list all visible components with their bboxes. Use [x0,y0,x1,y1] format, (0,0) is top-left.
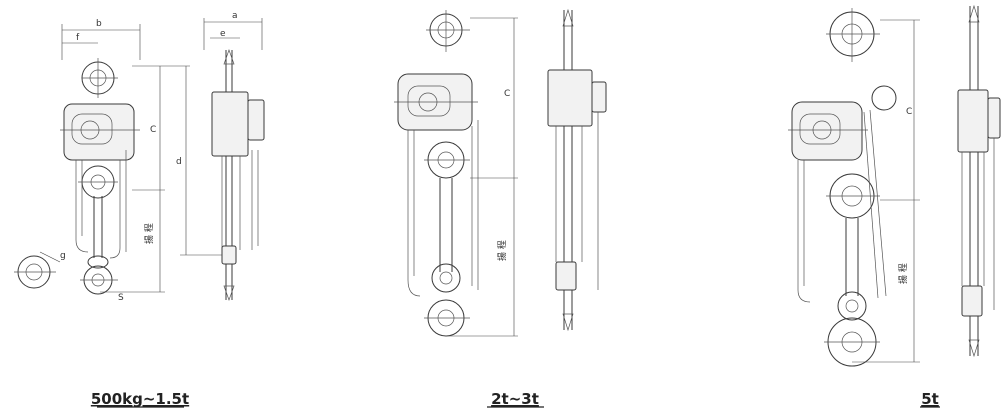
hoist-side-view-large [957,4,1001,358]
caption-2t-3t: 2t~3t [491,390,539,408]
hoist-side-view-small: a e [203,11,265,302]
caption-500kg-1-5t: 500kg~1.5t [91,390,189,408]
dim-label-b: b [96,19,102,29]
dim-label-e: e [220,29,226,39]
hoist-front-view-medium: C 揚 程 [394,10,518,337]
dim-label-g: g [60,251,66,261]
hoist-front-view-small: b f S g [14,19,225,303]
dim-label-d: d [176,157,182,167]
caption-5t: 5t [921,390,939,408]
hoist-side-view-medium [547,8,607,332]
hoist-front-view-large: C 揚 程 [788,8,920,367]
svg-text:C: C [504,89,510,99]
dim-label-c: C [150,125,156,135]
dim-label-lift: 揚 程 [143,223,155,244]
svg-text:揚 程: 揚 程 [897,263,909,284]
dim-label-a: a [232,11,238,21]
dim-label-f: f [76,33,80,43]
svg-text:揚 程: 揚 程 [496,240,508,261]
dim-label-s: S [118,293,124,303]
svg-text:C: C [906,107,912,117]
